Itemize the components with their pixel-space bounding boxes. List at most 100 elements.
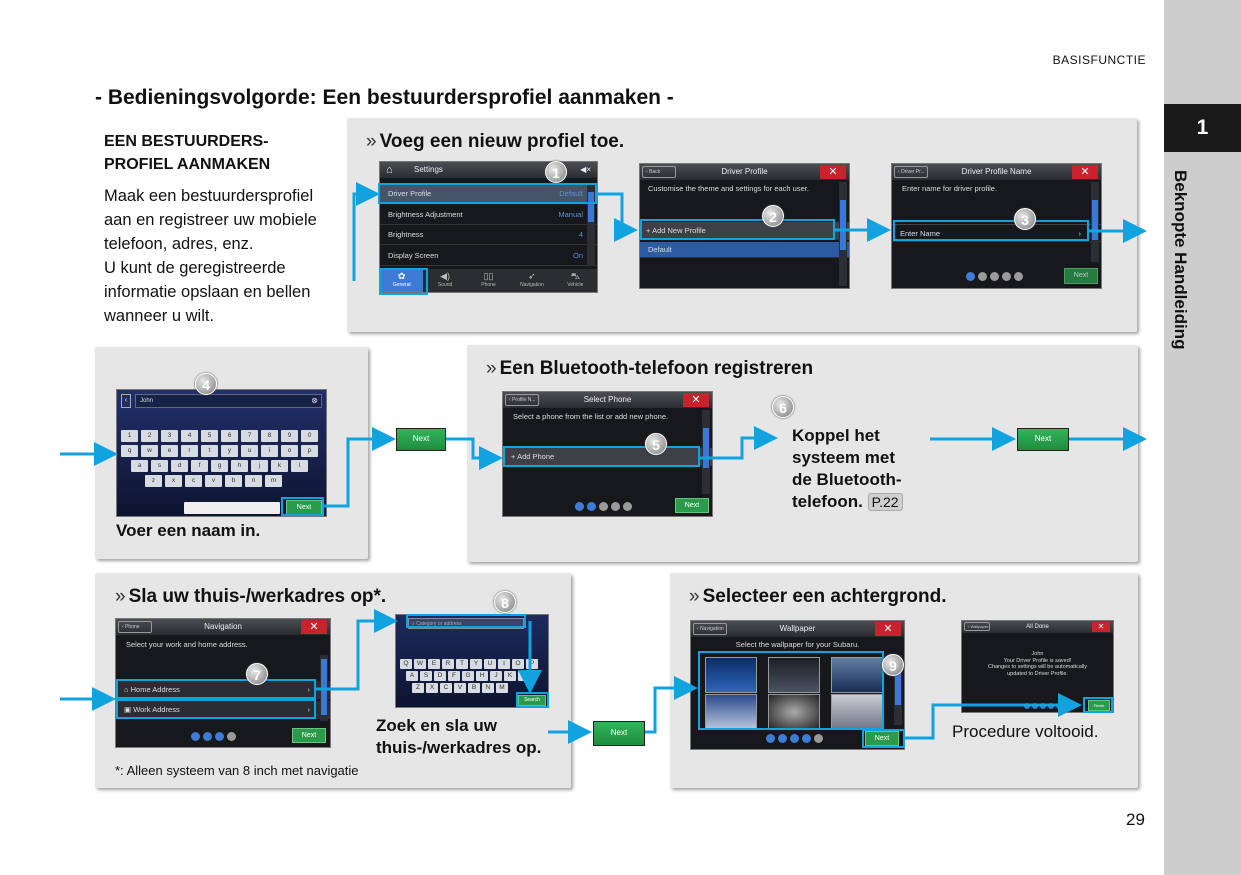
key[interactable]: E [428, 659, 440, 669]
key[interactable]: c [185, 475, 202, 487]
back-button[interactable]: ‹ Phone [118, 621, 152, 633]
key[interactable]: 1 [121, 430, 138, 442]
key[interactable]: 3 [161, 430, 178, 442]
key[interactable]: m [265, 475, 282, 487]
close-icon[interactable]: ✕ [875, 622, 901, 636]
key[interactable]: 8 [261, 430, 278, 442]
back-button[interactable]: ‹ Driver Pr... [894, 166, 928, 178]
scrollbar[interactable] [587, 184, 595, 266]
key[interactable]: r [181, 445, 198, 457]
key[interactable]: o [281, 445, 298, 457]
key[interactable]: M [496, 683, 508, 693]
back-button[interactable]: ‹ Back [642, 166, 676, 178]
key[interactable]: J [490, 671, 502, 681]
key[interactable]: V [454, 683, 466, 693]
key[interactable]: G [462, 671, 474, 681]
key[interactable]: l [291, 460, 308, 472]
key[interactable]: 7 [241, 430, 258, 442]
next-step-button[interactable]: Next [593, 721, 645, 746]
key[interactable]: A [406, 671, 418, 681]
key[interactable]: N [482, 683, 494, 693]
key[interactable]: u [241, 445, 258, 457]
wallpaper-thumbnail[interactable] [831, 694, 883, 730]
key[interactable]: K [504, 671, 516, 681]
key[interactable]: d [171, 460, 188, 472]
key[interactable]: t [201, 445, 218, 457]
key[interactable]: 0 [301, 430, 318, 442]
scrollbar[interactable] [1091, 182, 1099, 262]
key[interactable]: 4 [181, 430, 198, 442]
key[interactable]: 6 [221, 430, 238, 442]
search-button[interactable]: Search [518, 695, 546, 706]
next-button[interactable]: Next [675, 498, 709, 513]
nav-navigation[interactable]: ➶Navigation [510, 269, 553, 292]
key[interactable]: 2 [141, 430, 158, 442]
next-step-button[interactable]: Next [396, 428, 446, 451]
scrollbar[interactable] [839, 182, 847, 286]
key[interactable]: Y [470, 659, 482, 669]
key[interactable]: f [191, 460, 208, 472]
key[interactable]: y [221, 445, 238, 457]
key[interactable]: P [526, 659, 538, 669]
key[interactable]: T [456, 659, 468, 669]
wallpaper-thumbnail[interactable] [768, 657, 820, 693]
key[interactable]: v [205, 475, 222, 487]
nav-phone[interactable]: ▯▯Phone [467, 269, 510, 292]
next-step-button[interactable]: Next [1017, 428, 1069, 451]
wallpaper-thumbnail[interactable] [831, 657, 883, 693]
key[interactable]: x [165, 475, 182, 487]
close-icon[interactable]: ✕ [1092, 622, 1110, 632]
key[interactable]: I [498, 659, 510, 669]
scrollbar[interactable] [702, 410, 710, 494]
nav-general[interactable]: ✿General [380, 269, 424, 292]
finish-button[interactable]: Finish [1088, 700, 1110, 711]
page-reference[interactable]: P.22 [867, 493, 903, 511]
key[interactable]: s [151, 460, 168, 472]
scrollbar[interactable] [894, 655, 902, 725]
wallpaper-thumbnail[interactable] [768, 694, 820, 730]
key[interactable]: O [512, 659, 524, 669]
key[interactable]: D [434, 671, 446, 681]
key[interactable]: e [161, 445, 178, 457]
key[interactable]: n [245, 475, 262, 487]
name-input[interactable]: John⊗ [135, 394, 322, 408]
key[interactable]: p [301, 445, 318, 457]
key[interactable]: X [426, 683, 438, 693]
close-icon[interactable]: ✕ [683, 393, 709, 407]
back-button[interactable]: ‹ Profile N... [505, 394, 539, 406]
key[interactable]: L [518, 671, 530, 681]
space-key[interactable] [184, 502, 280, 514]
enter-name-field[interactable]: Enter Name› [892, 224, 1101, 242]
wallpaper-thumbnail[interactable] [705, 657, 757, 693]
key[interactable]: B [468, 683, 480, 693]
key[interactable]: a [131, 460, 148, 472]
next-button[interactable]: Next [865, 731, 899, 746]
key[interactable]: R [442, 659, 454, 669]
key[interactable]: w [141, 445, 158, 457]
key[interactable]: U [484, 659, 496, 669]
key[interactable]: h [231, 460, 248, 472]
key[interactable]: b [225, 475, 242, 487]
close-icon[interactable]: ✕ [820, 165, 846, 179]
key[interactable]: Q [400, 659, 412, 669]
home-icon[interactable]: ⌂ [386, 164, 393, 176]
key[interactable]: C [440, 683, 452, 693]
key[interactable]: F [448, 671, 460, 681]
back-button[interactable]: ‹ Wallpaper [964, 622, 990, 631]
next-button-disabled[interactable]: Next [1064, 268, 1098, 284]
key[interactable]: k [271, 460, 288, 472]
next-button[interactable]: Next [292, 728, 326, 743]
key[interactable]: q [121, 445, 138, 457]
key[interactable]: W [414, 659, 426, 669]
nav-vehicle[interactable]: ⛍Vehicle [554, 269, 597, 292]
key[interactable]: 9 [281, 430, 298, 442]
close-icon[interactable]: ✕ [1072, 165, 1098, 179]
key[interactable]: j [251, 460, 268, 472]
back-button[interactable]: ‹ Navigation [693, 623, 727, 635]
key[interactable]: S [420, 671, 432, 681]
key[interactable]: z [145, 475, 162, 487]
key[interactable]: Z [412, 683, 424, 693]
